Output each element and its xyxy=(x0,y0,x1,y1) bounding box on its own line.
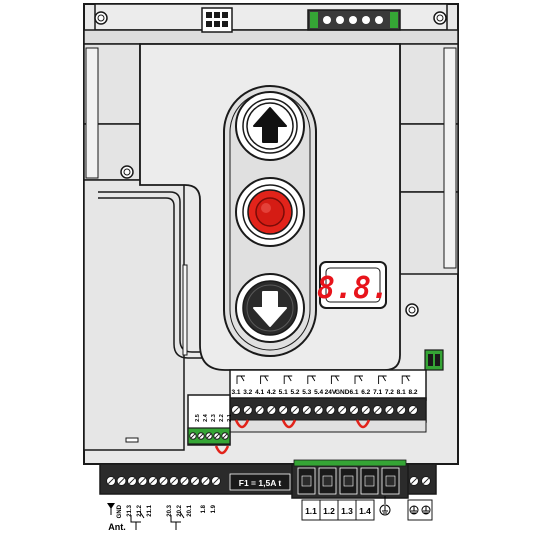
bottom-terminal-label: 20.3 xyxy=(167,504,173,516)
contact-pictogram xyxy=(401,375,411,384)
top-terminal-label: 7.1 xyxy=(373,389,382,396)
top-terminal-label: 24V xyxy=(325,389,337,396)
top-terminal-label: 3.2 xyxy=(243,389,252,396)
up-button[interactable] xyxy=(235,91,305,161)
top-terminal-label: 5.2 xyxy=(290,389,299,396)
bottom-terminal-screw xyxy=(179,476,190,486)
contact-pictogram xyxy=(260,375,269,384)
bottom-terminal-screw xyxy=(190,476,200,486)
bottom-terminal-label: 21.2 xyxy=(137,504,143,516)
green-connector-screw xyxy=(205,432,213,440)
top-terminal-label: 4.1 xyxy=(255,389,264,396)
contact-pictogram xyxy=(236,375,245,384)
motor-connector xyxy=(291,459,409,499)
contact-pictogram xyxy=(354,375,363,384)
top-terminal-label: 7.2 xyxy=(385,389,394,396)
top-terminal-label: 8.2 xyxy=(408,389,417,396)
bottom-terminal-label: GND xyxy=(117,504,123,518)
contact-pictogram xyxy=(307,375,316,384)
top-terminal-screw xyxy=(396,405,407,415)
top-terminal-label: 6.2 xyxy=(361,389,370,396)
green-connector-label: 2.5 xyxy=(195,414,201,422)
bottom-terminal-screw xyxy=(106,476,116,486)
motor-terminal-label: 1.4 xyxy=(359,506,371,516)
contact-pictogram xyxy=(283,375,293,384)
top-terminal-screw xyxy=(242,405,253,415)
top-terminal-screw xyxy=(384,405,395,415)
bottom-terminal-label: 1.9 xyxy=(211,504,217,513)
bottom-terminal-screw xyxy=(211,476,221,486)
top-terminal-label: 4.2 xyxy=(267,389,276,396)
green-connector-label: 2.1 xyxy=(227,414,233,422)
top-terminal-screw xyxy=(278,405,289,415)
green-connector-screw xyxy=(221,432,229,440)
bottom-terminal-screw xyxy=(409,476,419,486)
motor-terminal-label: 1.2 xyxy=(323,506,335,516)
bottom-terminal-label: 21.3 xyxy=(127,504,133,516)
side-connector xyxy=(424,349,444,371)
top-terminal-screw xyxy=(360,405,371,415)
top-terminal-screw xyxy=(313,405,324,415)
top-connector-right xyxy=(307,9,401,31)
top-terminal-screw xyxy=(372,405,383,415)
green-connector-label: 2.3 xyxy=(211,414,217,422)
top-terminal-label: 3.1 xyxy=(231,389,240,396)
led-display: 8.8. xyxy=(317,261,389,309)
bottom-terminal-label: 1.8 xyxy=(201,504,207,513)
bottom-terminal-screw xyxy=(137,476,148,486)
motor-terminal-label: 1.1 xyxy=(305,506,317,516)
contact-pictogram xyxy=(378,375,387,384)
green-connector-screw xyxy=(213,432,221,440)
top-connector-left xyxy=(201,7,233,33)
top-terminal-screw xyxy=(325,405,336,415)
display-value: 8.8. xyxy=(317,271,389,306)
bottom-terminal-label: 21.1 xyxy=(147,504,153,516)
top-terminal-screw xyxy=(231,405,241,415)
fuse-label: F1 = 1,5A t xyxy=(239,478,282,488)
ground-terminals xyxy=(407,499,433,521)
top-terminal-label: 5.4 xyxy=(314,389,323,396)
top-terminal-screw xyxy=(254,405,265,415)
bottom-terminal-screw xyxy=(148,476,158,486)
stop-button[interactable] xyxy=(235,177,305,247)
green-connector-screw xyxy=(189,432,197,440)
green-connector-label: 2.4 xyxy=(203,413,209,422)
contact-symbols xyxy=(130,511,185,530)
bottom-terminal-label: 20.1 xyxy=(187,504,193,516)
red-jumpers xyxy=(214,419,371,455)
bottom-terminal-screw xyxy=(116,476,127,486)
top-terminal-screw xyxy=(301,405,312,415)
green-connector-screw xyxy=(197,432,205,440)
top-terminal-label: 5.1 xyxy=(279,389,288,396)
top-terminal-screw xyxy=(290,405,300,415)
contact-pictogram xyxy=(330,375,340,384)
top-terminal-label: 6.1 xyxy=(349,389,358,396)
top-terminal-screw xyxy=(337,405,348,415)
bottom-labels: GND 21.3 21.2 21.1 20.3 20.2 20.1 1.8 1.9 Ant. 1… xyxy=(107,496,433,532)
motor-terminal-label: 1.3 xyxy=(341,506,353,516)
bottom-terminal-label: 20.2 xyxy=(177,504,183,516)
bottom-terminal-screw xyxy=(169,476,179,486)
top-terminal-label: 5.3 xyxy=(302,389,311,396)
arrow-up-icon xyxy=(253,107,287,143)
green-connector-label: 2.2 xyxy=(219,414,225,422)
arrow-down-icon xyxy=(253,291,287,327)
top-terminal-screw xyxy=(408,405,418,415)
top-terminal-screw xyxy=(266,405,277,415)
top-terminal-screw xyxy=(349,405,359,415)
top-terminal-label: GND xyxy=(335,389,350,396)
stop-icon xyxy=(255,197,285,227)
ground-symbol-center xyxy=(379,496,391,516)
bottom-terminal-screw xyxy=(158,476,169,486)
top-terminal-label: 8.1 xyxy=(397,389,406,396)
bottom-terminal-screw xyxy=(421,476,431,486)
bottom-terminal-screw xyxy=(200,476,211,486)
down-button[interactable] xyxy=(235,273,305,343)
bottom-terminal-screw xyxy=(127,476,137,486)
antenna-label: Ant. xyxy=(108,522,126,532)
